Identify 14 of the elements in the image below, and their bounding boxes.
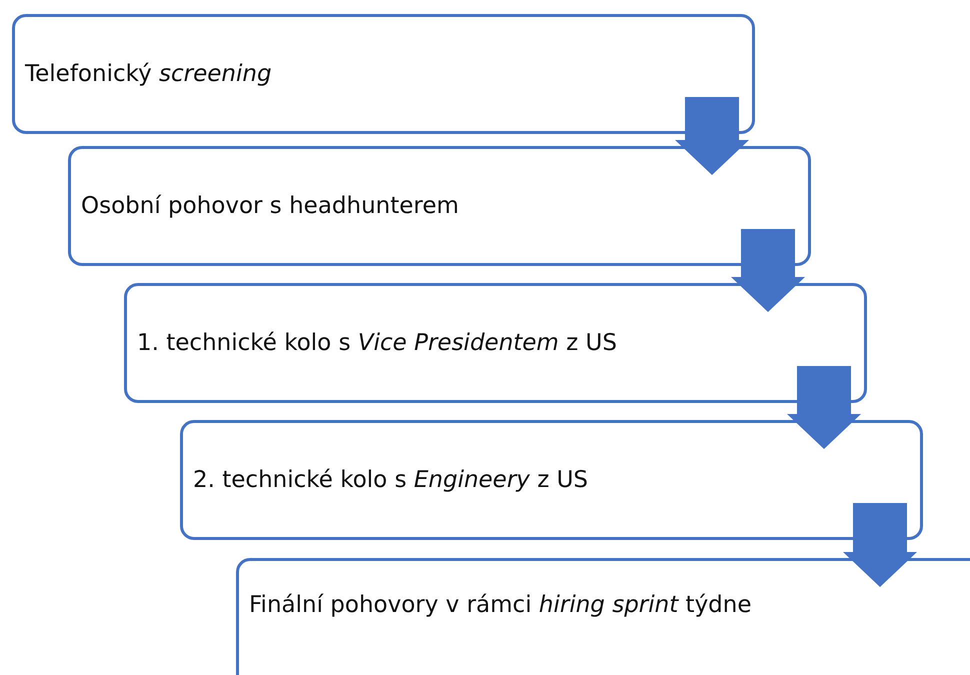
process-box <box>68 146 811 266</box>
block-arrow <box>787 366 861 449</box>
block-arrow <box>843 503 917 587</box>
step-text: 2. technické kolo s Engineery z US <box>192 466 588 494</box>
process-box <box>180 420 923 540</box>
process-box <box>12 14 755 134</box>
step-text: Finální pohovory v rámci hiring sprint týdne <box>248 591 752 620</box>
block-arrow <box>675 97 749 175</box>
step-text: Telefonický screening <box>24 60 272 88</box>
step-text: 1. technické kolo s Vice Presidentem z US <box>136 328 617 358</box>
process-box <box>124 283 867 403</box>
process-box <box>236 558 970 675</box>
block-arrow <box>731 229 805 312</box>
step-text: Osobní pohovor s headhunterem <box>80 192 459 220</box>
